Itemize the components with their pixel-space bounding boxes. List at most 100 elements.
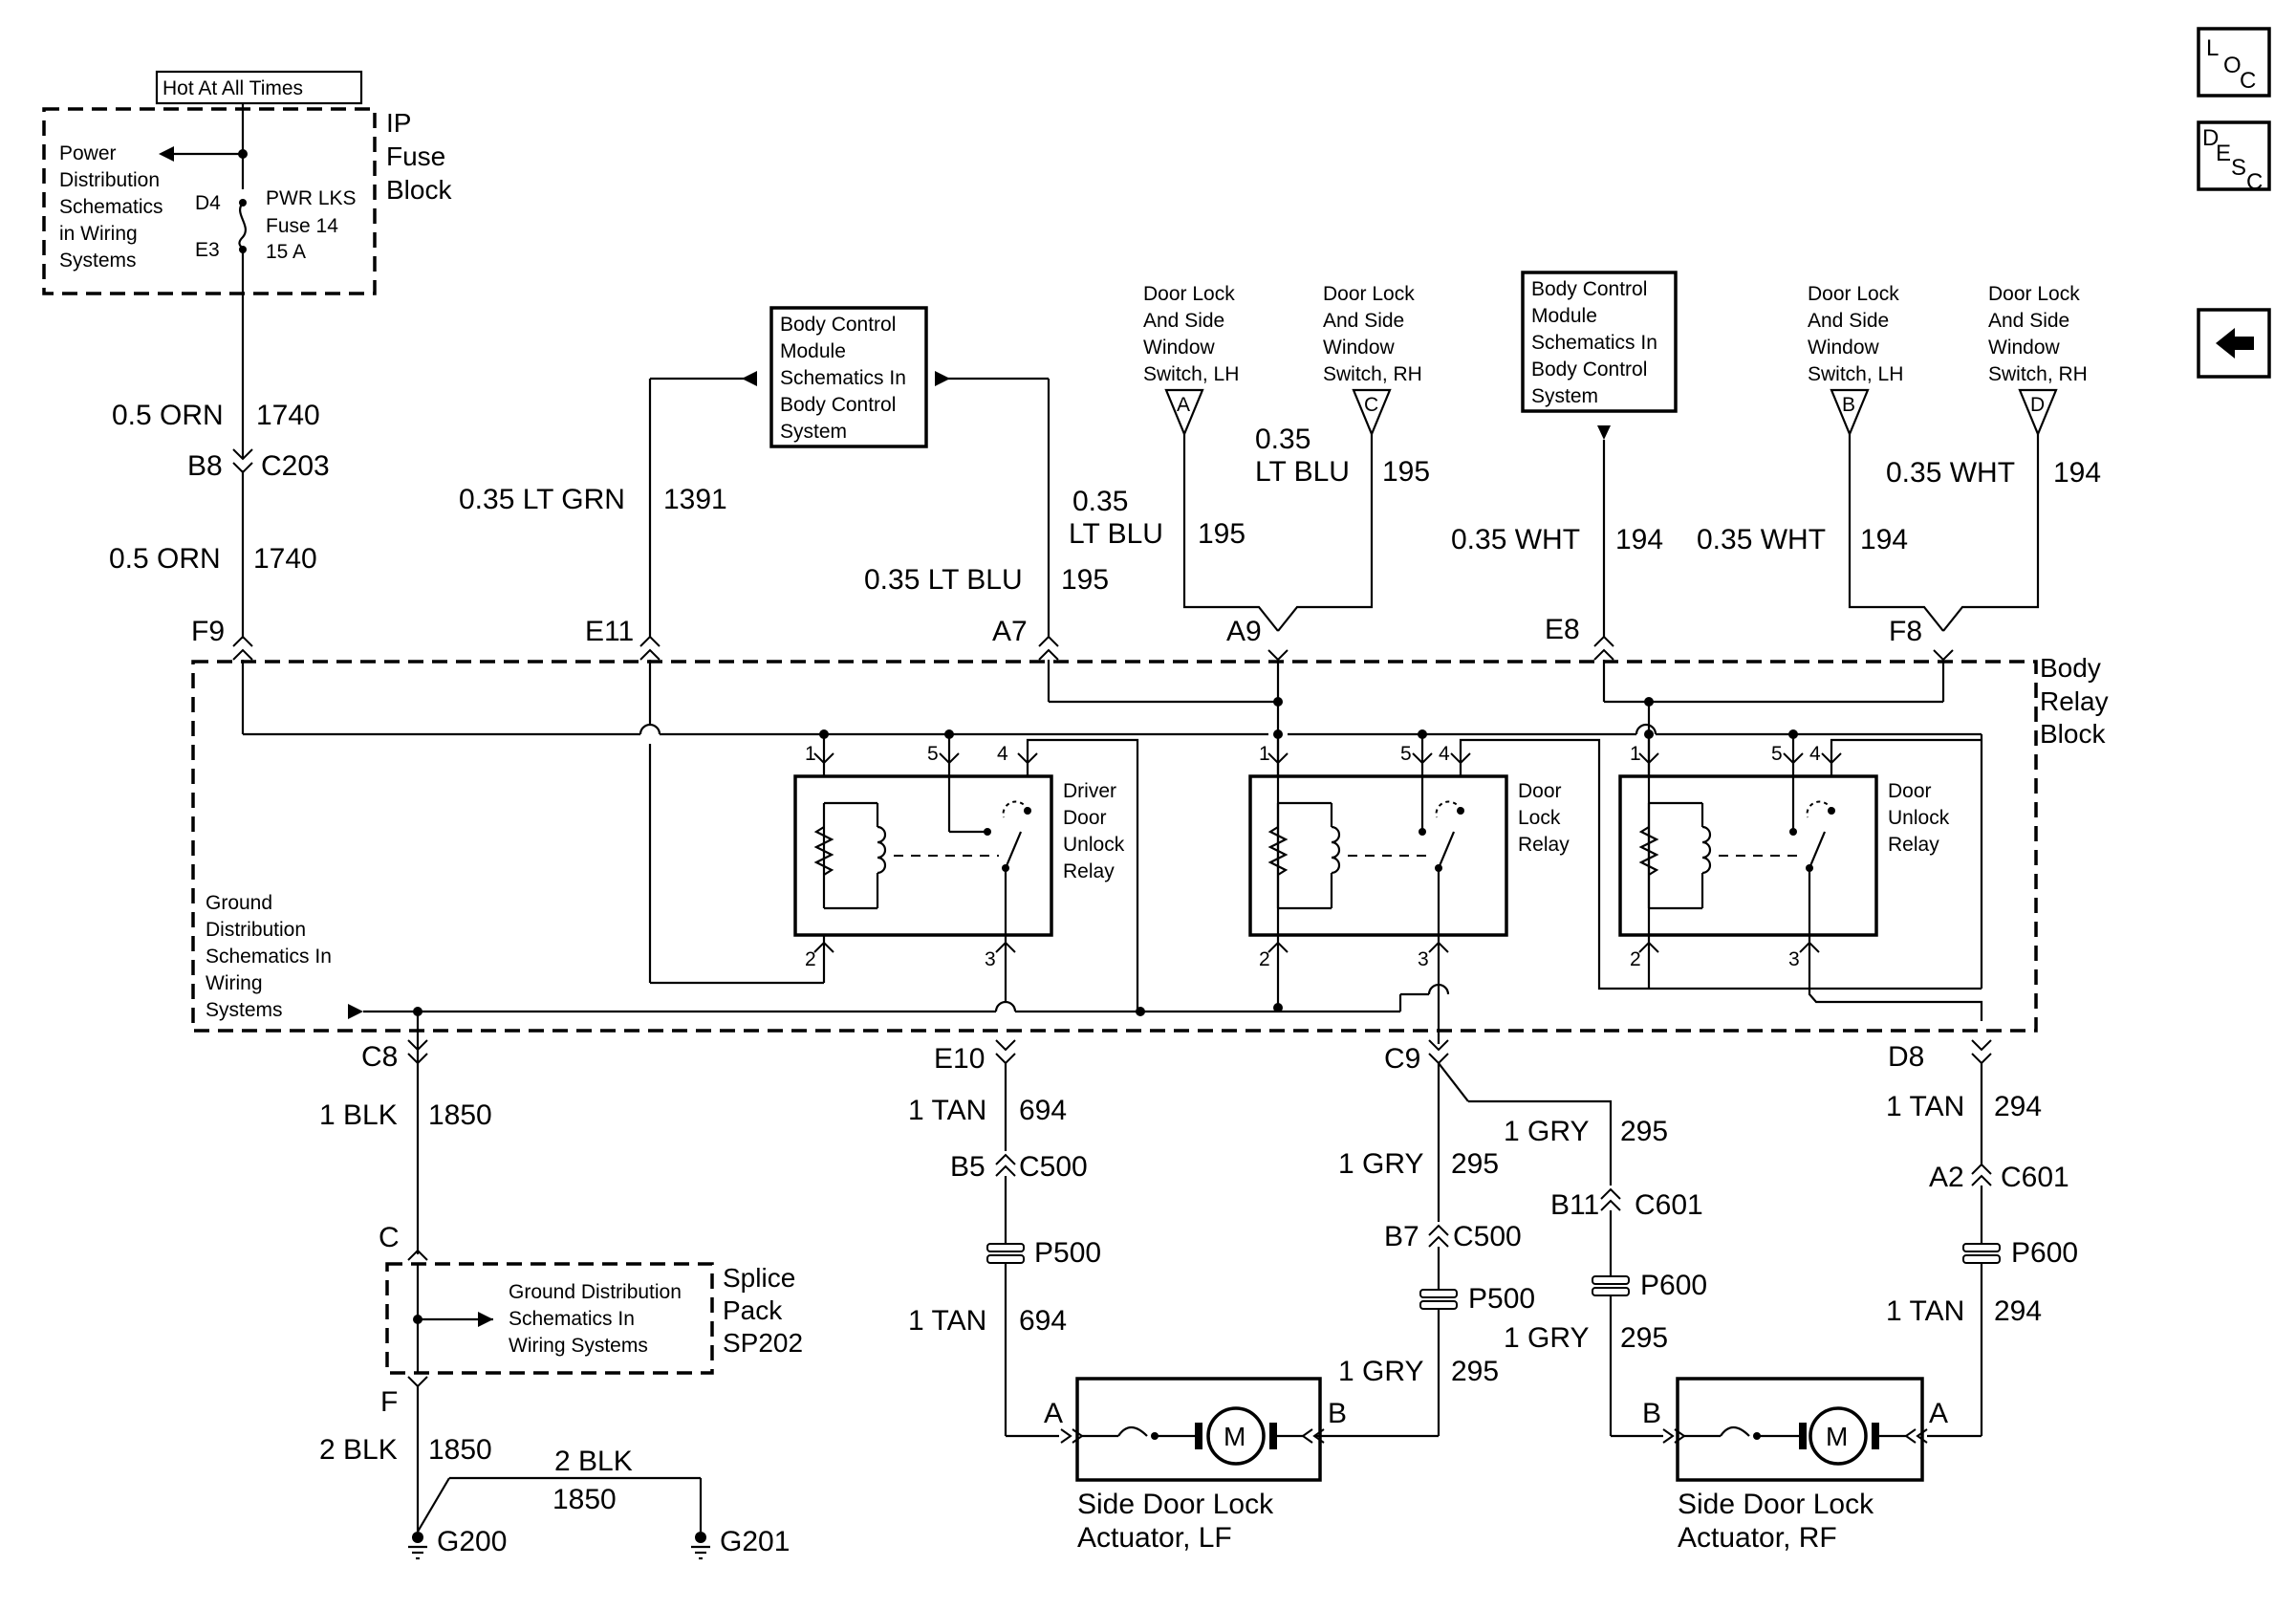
bcm-left-box: [769, 306, 928, 448]
c203-pin: B8: [187, 450, 223, 482]
switch-b-letter: B: [1842, 394, 1855, 416]
pin-f9: F9: [191, 616, 225, 647]
wire-295-gauge-a: 1 GRY: [1504, 1116, 1590, 1147]
door-unlock-relay: 1 5 4 2 3 Door Unlock Relay: [1618, 729, 1983, 1021]
wire-1850-circuit: 1850: [428, 1099, 492, 1131]
pin-e11: E11: [585, 616, 634, 647]
connector-c601-icon: [1971, 1163, 1992, 1186]
bcm-right-label: Body Control Module Schematics In Body C…: [1531, 278, 1657, 407]
svg-text:A: A: [1044, 1398, 1063, 1429]
svg-text:Relay: Relay: [1063, 860, 1115, 882]
ground-g201-icon: [691, 1532, 710, 1560]
wire-1740-gauge-lower: 0.5 ORN: [109, 543, 221, 575]
wire-195-a7-circuit: 195: [1061, 564, 1109, 596]
wire-295-circuit-d: 295: [1620, 1322, 1668, 1354]
power-distribution-ref: Power Distribution Schematics in Wiring …: [59, 142, 163, 272]
driver-door-unlock-relay: 1 5 4 2 3 Driver Door Unlock Relay: [793, 729, 1139, 1012]
wire-294-gauge-b: 1 TAN: [1886, 1295, 1964, 1327]
svg-text:O: O: [2223, 53, 2242, 78]
svg-text:Fuse 14: Fuse 14: [266, 215, 338, 237]
p500-rf-label: P500: [1468, 1283, 1535, 1315]
svg-text:2: 2: [1630, 948, 1641, 970]
pin-c8: C8: [361, 1041, 398, 1073]
splice-pin-f: F: [380, 1386, 398, 1418]
c500-rf-pin: B7: [1384, 1221, 1419, 1252]
switch-a-letter: A: [1177, 394, 1190, 416]
wire-295-gauge-b: 1 GRY: [1338, 1148, 1424, 1180]
arrow-right-icon: [348, 1004, 363, 1019]
svg-text:And Side: And Side: [1988, 310, 2069, 332]
p500-rf-icon: [1419, 1289, 1458, 1310]
svg-text:5: 5: [927, 743, 939, 765]
arrow-left-icon: [478, 1312, 493, 1327]
wire-694-circuit-b: 694: [1019, 1305, 1067, 1337]
svg-text:Relay: Relay: [2040, 686, 2109, 716]
p600-a-label: P600: [2011, 1237, 2078, 1269]
p600-b-icon: [1592, 1275, 1630, 1296]
c500-lf-pin: B5: [950, 1151, 986, 1183]
wire-1391-gauge: 0.35 LT GRN: [459, 484, 625, 515]
svg-text:Actuator, LF: Actuator, LF: [1077, 1522, 1232, 1554]
svg-text:C: C: [2240, 68, 2256, 94]
wire-1850-gauge: 1 BLK: [319, 1099, 398, 1131]
svg-text:D: D: [2202, 125, 2219, 151]
pin-c9: C9: [1384, 1043, 1420, 1075]
c601-b-label: C601: [1635, 1189, 1703, 1221]
svg-text:Door Lock: Door Lock: [1988, 283, 2080, 305]
wire-295-circuit-c: 295: [1451, 1356, 1499, 1387]
svg-text:Wiring: Wiring: [206, 972, 263, 994]
wire-294-circuit: 294: [1994, 1091, 2042, 1122]
splice-connector-icon: [407, 1249, 428, 1261]
wire-195-rh-circuit: 195: [1382, 456, 1430, 488]
wire-1740-gauge: 0.5 ORN: [112, 400, 224, 431]
arrow-left-icon: [159, 146, 174, 162]
switch-c-label: Door Lock And Side Window Switch, RH: [1323, 283, 1422, 385]
p600-b-label: P600: [1640, 1270, 1707, 1301]
svg-text:1: 1: [1630, 743, 1641, 765]
wire-195-a7-gauge: 0.35 LT BLU: [864, 564, 1023, 596]
back-arrow-button[interactable]: [2197, 308, 2271, 379]
wire-295-gauge-c: 1 GRY: [1338, 1356, 1424, 1387]
svg-text:SP202: SP202: [723, 1328, 803, 1358]
svg-text:4: 4: [1809, 743, 1821, 765]
c601-a-pin: A2: [1929, 1162, 1964, 1193]
svg-text:Module: Module: [780, 340, 846, 362]
wire-295-gauge-d: 1 GRY: [1504, 1322, 1590, 1354]
switch-d-connector-icon: [2018, 388, 2058, 437]
svg-text:Body: Body: [2040, 653, 2101, 683]
pin-e10: E10: [934, 1043, 985, 1075]
svg-text:Relay: Relay: [1888, 834, 1939, 856]
svg-text:M: M: [1224, 1422, 1245, 1451]
svg-text:And Side: And Side: [1323, 310, 1404, 332]
desc-button[interactable]: D E S C: [2197, 120, 2271, 195]
svg-text:Systems: Systems: [206, 999, 283, 1021]
c601-b-pin: B11: [1550, 1189, 1599, 1221]
svg-text:1: 1: [805, 743, 816, 765]
motor-icon: [1206, 1406, 1266, 1466]
ip-fuse-block-outline: [42, 107, 377, 295]
svg-text:Unlock: Unlock: [1063, 834, 1125, 856]
fuse-pin-d4: D4: [195, 192, 221, 214]
ip-fuse-block-label: IP Fuse Block: [386, 108, 452, 205]
wire-694-gauge-b: 1 TAN: [908, 1305, 986, 1337]
p500-lf-icon: [986, 1243, 1025, 1264]
svg-text:Actuator, RF: Actuator, RF: [1678, 1522, 1837, 1554]
wire-1850-gauge-c: 2 BLK: [554, 1446, 633, 1477]
svg-text:Door Lock: Door Lock: [1143, 283, 1235, 305]
wire-194-lh-gauge: 0.35 WHT: [1697, 524, 1826, 555]
svg-text:Window: Window: [1323, 337, 1396, 359]
wire-195-rh-gauge-1: 0.35: [1255, 424, 1310, 455]
svg-text:B: B: [1642, 1398, 1661, 1429]
svg-text:3: 3: [1418, 948, 1429, 970]
switch-c-letter: C: [1364, 394, 1378, 416]
back-arrow-icon: [2216, 328, 2254, 359]
loc-button[interactable]: L O C: [2197, 27, 2271, 98]
wire-1391-circuit: 1391: [663, 484, 727, 515]
svg-text:Wiring Systems: Wiring Systems: [509, 1335, 648, 1357]
p600-a-icon: [1962, 1243, 2001, 1264]
wire-294-gauge: 1 TAN: [1886, 1091, 1964, 1122]
svg-text:Systems: Systems: [59, 250, 137, 272]
svg-text:Switch, RH: Switch, RH: [1988, 363, 2088, 385]
svg-text:PWR LKS: PWR LKS: [266, 187, 357, 209]
svg-text:B: B: [1328, 1398, 1347, 1429]
